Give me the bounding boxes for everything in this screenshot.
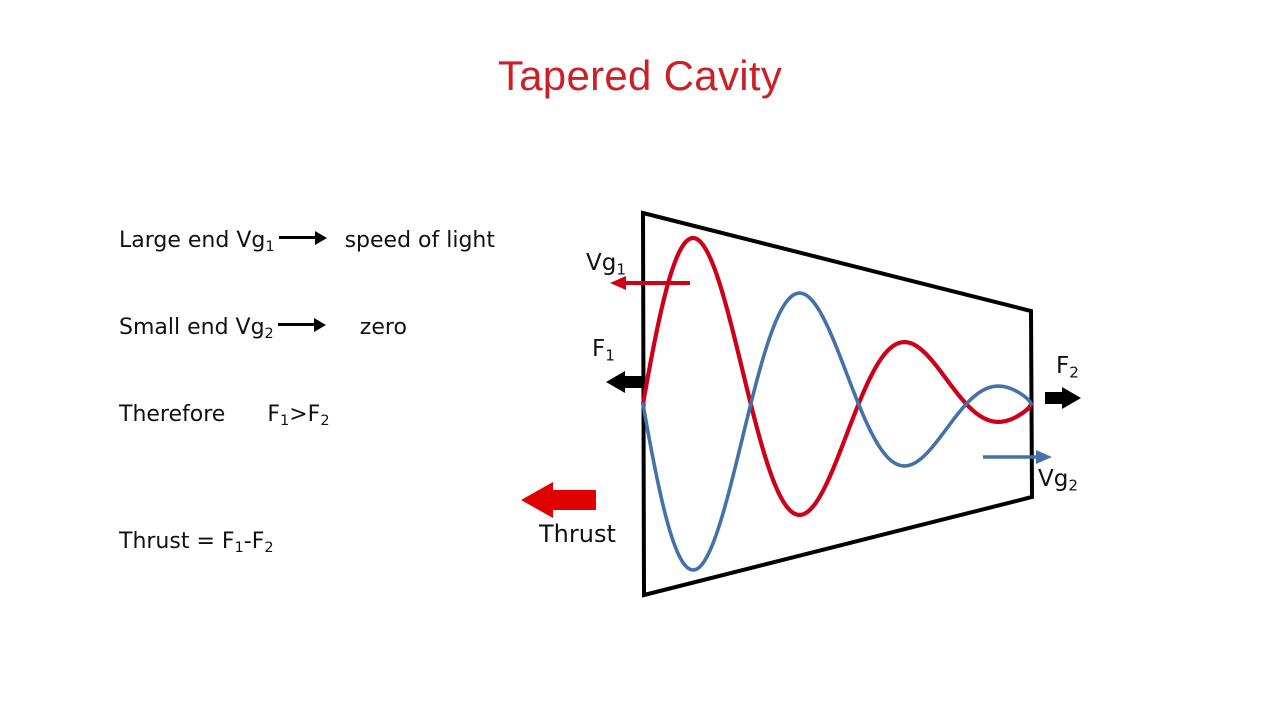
label-vg1-sub: 1 xyxy=(616,260,626,279)
label-vg1: Vg1 xyxy=(586,250,626,279)
label-vg2-text: Vg xyxy=(1038,466,1069,492)
bullet-therefore-f1: F xyxy=(267,402,280,427)
bullet-large-end: Large end Vg1 speed of light xyxy=(119,228,496,256)
label-vg2-sub: 2 xyxy=(1068,476,1078,495)
label-thrust: Thrust xyxy=(539,520,616,548)
bullet-small-end: Small end Vg2 zero xyxy=(119,315,407,343)
bullet-large-end-result: speed of light xyxy=(344,228,496,253)
bullet-small-end-result: zero xyxy=(359,315,407,340)
right-arrow-icon xyxy=(277,318,326,332)
bullet-therefore-f1-sub: 1 xyxy=(279,413,290,430)
bullet-small-end-sub: 2 xyxy=(264,326,274,343)
bullet-thrust-sub2: 2 xyxy=(264,540,274,557)
label-f1: F1 xyxy=(592,336,615,365)
bullet-therefore-f2-sub: 2 xyxy=(320,413,330,430)
label-f2-sub: 2 xyxy=(1069,363,1079,382)
label-f2: F2 xyxy=(1056,353,1079,382)
vg1-arrow-left xyxy=(610,276,690,290)
vg2-arrow-right xyxy=(983,450,1052,464)
bullet-therefore-f2: F xyxy=(307,402,321,427)
label-f1-text: F xyxy=(592,336,606,362)
bullet-thrust-tail: -F xyxy=(243,529,265,554)
f2-arrow-right xyxy=(1045,387,1081,409)
label-vg1-text: Vg xyxy=(586,250,617,276)
label-f1-sub: 1 xyxy=(605,346,615,365)
f1-arrow-left xyxy=(606,371,642,393)
bullet-therefore-op: > xyxy=(289,402,308,427)
bullet-thrust-sub1: 1 xyxy=(234,540,244,557)
bullet-thrust-lead: Thrust = F xyxy=(119,529,235,554)
red-wave xyxy=(640,235,1034,517)
label-f2-text: F xyxy=(1056,353,1070,379)
bullet-large-end-lead: Large end Vg xyxy=(119,228,266,253)
blue-wave xyxy=(641,291,1033,572)
bullet-large-end-sub: 1 xyxy=(265,239,275,256)
bullet-thrust-equation: Thrust = F1-F2 xyxy=(119,529,274,557)
bullet-therefore-lead: Therefore xyxy=(119,402,226,427)
page-title: Tapered Cavity xyxy=(497,52,783,99)
thrust-arrow-left xyxy=(521,482,596,518)
tapered-cavity-outline xyxy=(640,210,1035,598)
label-vg2: Vg2 xyxy=(1038,466,1078,495)
right-arrow-icon xyxy=(278,231,327,245)
bullet-small-end-lead: Small end Vg xyxy=(119,315,265,340)
